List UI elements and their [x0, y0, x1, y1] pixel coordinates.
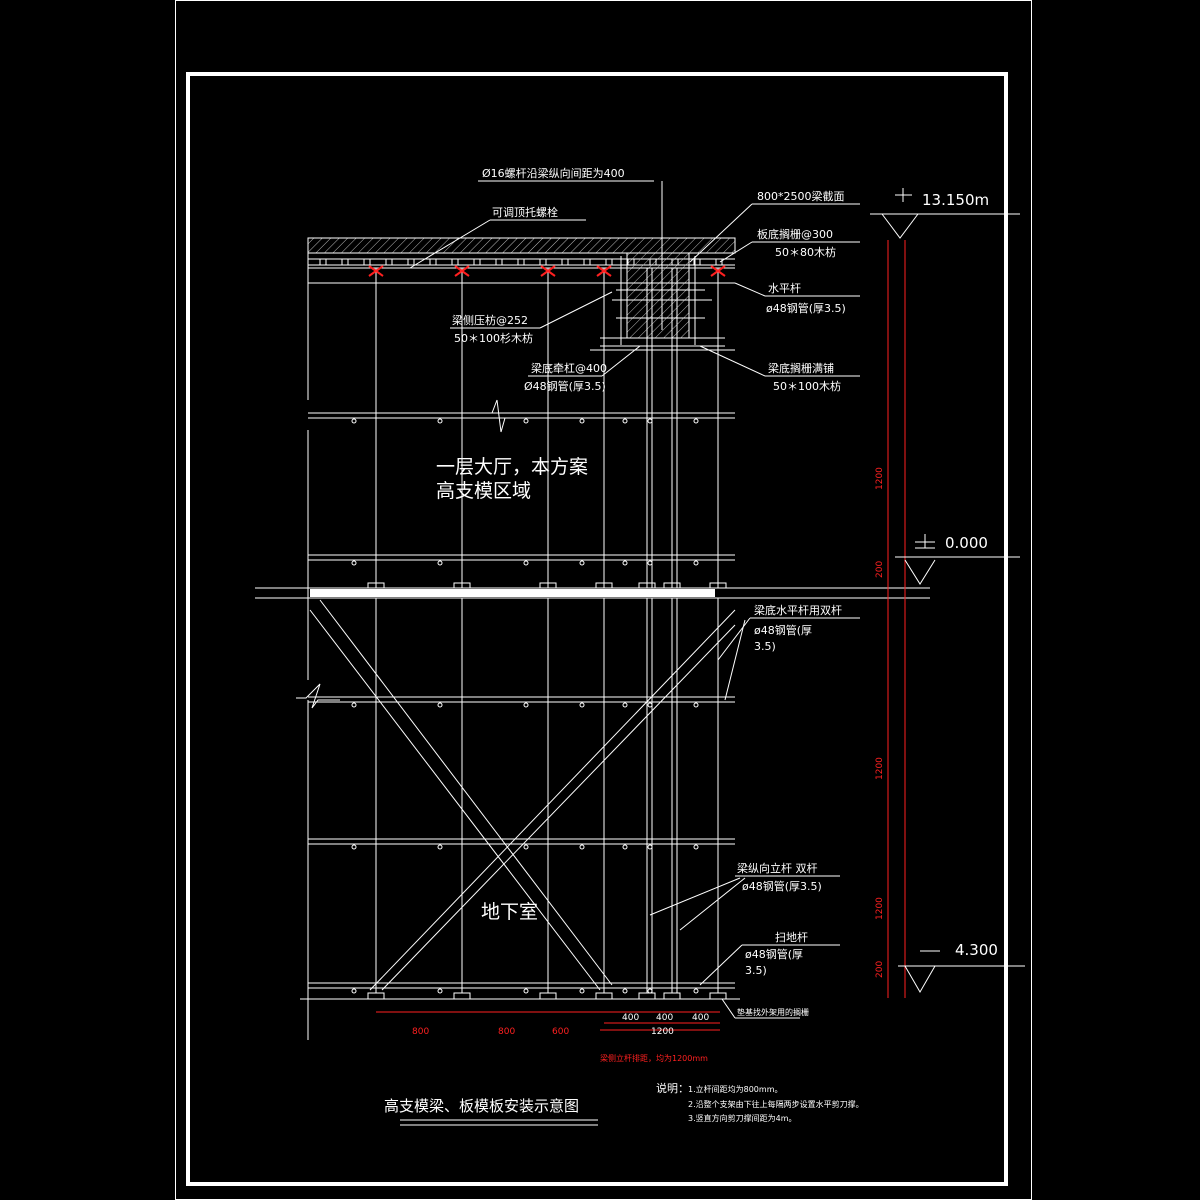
drawing-title: 高支模梁、板模板安装示意图 — [384, 1097, 579, 1115]
elevation-zero-label: 0.000 — [945, 534, 988, 552]
notes-heading: 说明： — [656, 1081, 689, 1095]
dim-bottom-2: 800 — [498, 1027, 515, 1037]
elevation-top — [870, 188, 1020, 239]
note-item-1: 1.立杆间距均为800mm。 — [688, 1084, 783, 1094]
spacing-note: 梁侧立杆排距，均为1200mm — [600, 1053, 708, 1063]
ground-slab — [255, 587, 930, 1000]
beam-bottom-joist-label: 梁底搁栅满铺 — [768, 361, 834, 375]
beam-bottom-bar-pipe-label-1: ø48钢管(厚 — [754, 623, 812, 637]
beam-bottom-bar-pipe-label-2: 3.5) — [754, 640, 776, 653]
dim-bottom-7: 1200 — [651, 1027, 674, 1037]
dim-right-4: 1200 — [875, 897, 885, 920]
beam-side-strut-label: 梁侧压枋@252 — [452, 313, 528, 327]
slab-joist-timber-label: 50＊80木枋 — [775, 245, 836, 259]
zone-label-line2: 高支模区域 — [436, 480, 531, 502]
dimension-lines — [376, 240, 906, 1031]
zone-label-line1: 一层大厅，本方案 — [436, 456, 588, 478]
elevation-bottom-label: 4.300 — [955, 941, 998, 959]
dim-bottom-5: 400 — [656, 1013, 673, 1023]
note-item-2: 2.沿整个支架由下往上每隔两步设置水平剪刀撑。 — [688, 1099, 864, 1109]
beam-side-strut-timber-label: 50＊100杉木枋 — [454, 331, 533, 345]
dim-bottom-4: 400 — [622, 1013, 639, 1023]
dim-bottom-3: 600 — [552, 1027, 569, 1037]
dim-right-3: 1200 — [875, 757, 885, 780]
beam-post-pipe-label: ø48钢管(厚3.5) — [742, 879, 822, 893]
basement-label: 地下室 — [481, 901, 538, 923]
dim-bottom-6: 400 — [692, 1013, 709, 1023]
beam-post-label: 梁纵向立杆 双杆 — [737, 861, 818, 875]
drawing-border — [186, 72, 1008, 1186]
beam-bottom-joist-timber-label: 50＊100木枋 — [773, 379, 841, 393]
beam-bottom-ledger-label: 梁底牵杠@400 — [531, 361, 607, 375]
slab-joist-label: 板底搁栅@300 — [757, 227, 833, 241]
scaffold-structure — [296, 238, 736, 1040]
beam-bottom-ledger-pipe-label: Ø48钢管(厚3.5) — [524, 379, 606, 393]
elevation-zero — [895, 534, 1020, 585]
dim-right-1: 1200 — [875, 467, 885, 490]
elevation-bottom — [898, 965, 1025, 994]
beam-section — [590, 252, 735, 351]
note-item-3: 3.竖直方向剪刀撑间距为4m。 — [688, 1113, 797, 1123]
elevation-top-label: 13.150m — [922, 191, 989, 209]
base-plank-label: 垫基找外架用的搁栅 — [737, 1007, 809, 1017]
dim-right-5: 200 — [875, 961, 885, 978]
horizontal-bar-pipe-label: ø48钢管(厚3.5) — [766, 301, 846, 315]
beam-section-label: 800*2500梁截面 — [757, 189, 845, 203]
horizontal-bar-label: 水平杆 — [768, 281, 801, 295]
dim-right-2: 200 — [875, 561, 885, 578]
beam-bottom-bar-label: 梁底水平杆用双杆 — [754, 603, 842, 617]
dim-bottom-1: 800 — [412, 1027, 429, 1037]
leader-lines — [409, 180, 860, 1019]
sweep-bar-label: 扫地杆 — [775, 930, 808, 944]
bolt-spacing-label: Ø16螺杆沿梁纵向间距为400 — [482, 166, 625, 180]
sweep-bar-pipe-label-2: 3.5) — [745, 964, 767, 977]
adjustable-jack-label: 可调顶托螺栓 — [492, 205, 558, 219]
sweep-bar-pipe-label-1: ø48钢管(厚 — [745, 947, 803, 961]
